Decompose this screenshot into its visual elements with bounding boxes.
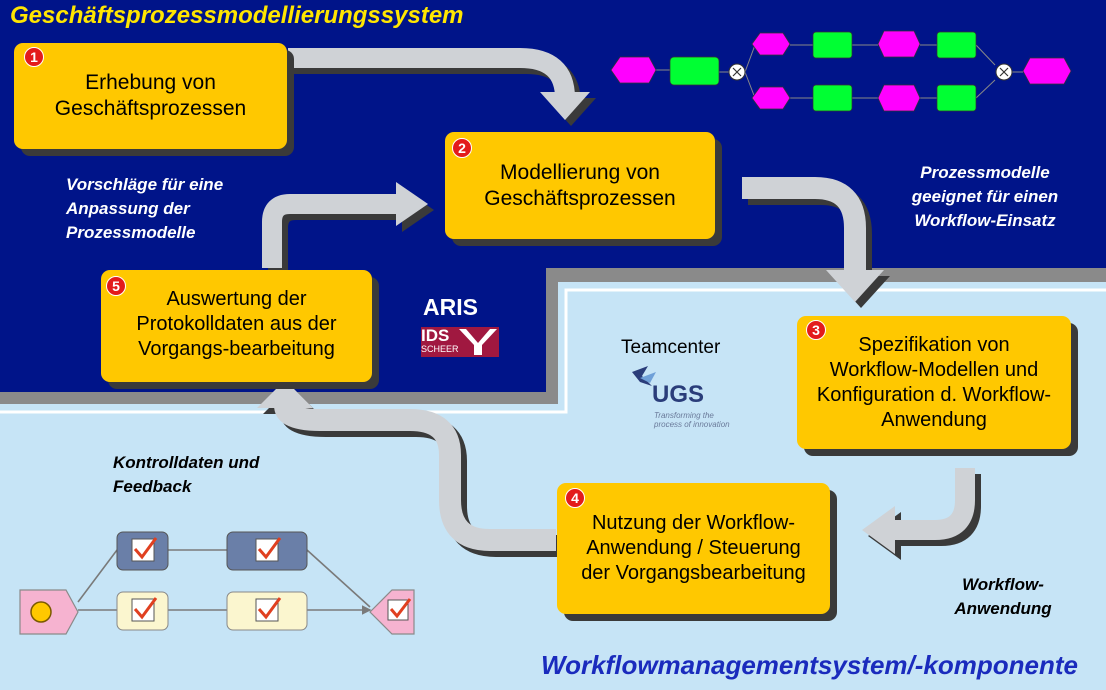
step-1-badge: 1 [24, 47, 44, 67]
ids-logo-text: IDS [421, 326, 450, 345]
arrow-step5-to-step2 [262, 182, 434, 274]
teamcenter-logo-text: Teamcenter [621, 337, 721, 358]
note-prozessmodelle: Prozessmodelle geeignet für einen Workfl… [911, 163, 1059, 230]
ugs-tagline: Transforming the process of innovation [654, 411, 730, 429]
arrow-step4-to-step5 [257, 380, 562, 557]
aris-logo-text: ARIS [423, 294, 478, 320]
epc-function [812, 84, 853, 112]
epc-function [669, 56, 720, 86]
gear-icon [30, 601, 52, 623]
ids-scheer-logo-mark [421, 327, 499, 357]
step-3-label: Spezifikation von Workflow-Modellen und … [816, 333, 1052, 431]
scheer-logo-text: SCHEER [421, 344, 459, 354]
epc-event [751, 86, 791, 110]
region-shadow [0, 268, 1106, 404]
step-5-box: Auswertung der Protokolldaten aus der Vo… [101, 270, 372, 382]
modeling-system-title: Geschäftsprozessmodellierungssystem [10, 2, 464, 29]
arrow-step1-to-step2 [288, 48, 596, 126]
step-2-box: Modellierung von Geschäftsprozessen [445, 132, 715, 239]
task-check-icon [255, 597, 282, 622]
step-4-box: Nutzung der Workflow-Anwendung / Steueru… [557, 483, 830, 614]
step-4-badge: 4 [565, 488, 585, 508]
note-kontrolldaten: Kontrolldaten und Feedback [113, 453, 260, 496]
epc-function [936, 84, 977, 112]
epc-event [751, 32, 791, 56]
step-2-label: Modellierung von Geschäftsprozessen [484, 160, 676, 210]
step-5-label: Auswertung der Protokolldaten aus der Vo… [136, 287, 337, 360]
step-1-box: Erhebung von Geschäftsprozessen [14, 43, 287, 149]
arrow-step3-to-step4 [862, 468, 981, 560]
task-check-icon [131, 537, 158, 562]
epc-event-start [610, 56, 657, 84]
step-1-label: Erhebung von Geschäftsprozessen [54, 71, 247, 120]
workflow-system-title: Workflowmanagementsystem/-komponente [541, 650, 1078, 680]
epc-event-end [1022, 57, 1072, 85]
ugs-logo-mark [632, 366, 656, 386]
task-check-icon [131, 597, 158, 622]
task-check-icon [255, 537, 282, 562]
note-workflow-anwendung: Workflow-Anwendung [954, 575, 1052, 618]
step-4-label: Nutzung der Workflow-Anwendung / Steueru… [581, 512, 806, 584]
epc-event [877, 84, 921, 112]
epc-function [812, 31, 853, 59]
step-3-box: Spezifikation von Workflow-Modellen und … [797, 316, 1071, 449]
ugs-logo-text: UGS [652, 381, 705, 408]
epc-model-thumbnail [610, 30, 1072, 112]
arrow-step2-to-step3 [742, 177, 890, 308]
epc-event [877, 30, 921, 58]
task-check-icon [387, 598, 412, 621]
workflow-instance-thumbnail [19, 531, 415, 635]
epc-function [936, 31, 977, 59]
step-5-badge: 5 [106, 276, 126, 296]
ids-scheer-logo: IDS SCHEER [421, 327, 499, 357]
step-2-badge: 2 [452, 138, 472, 158]
step-3-badge: 3 [806, 320, 826, 340]
note-vorschlaege: Vorschläge für eine Anpassung der Prozes… [66, 175, 224, 242]
